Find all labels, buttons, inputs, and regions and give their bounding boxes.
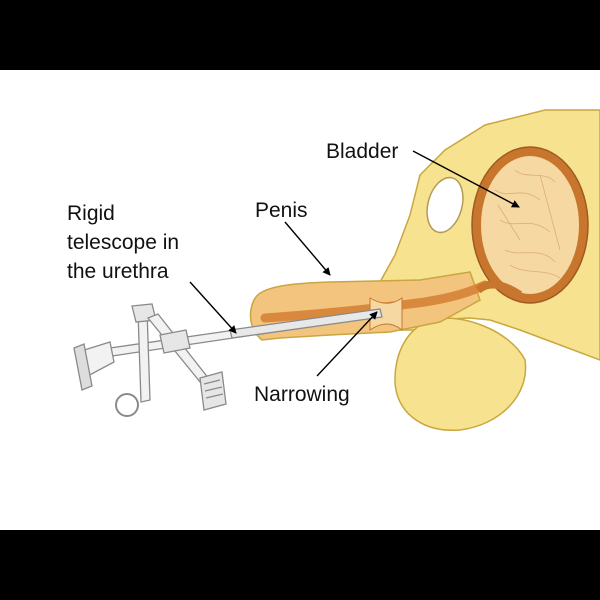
rigid-telescope (73, 303, 383, 417)
bottom-black-bar (0, 530, 600, 600)
label-penis: Penis (255, 199, 308, 222)
pubic-bone (426, 176, 464, 234)
top-black-bar (0, 0, 600, 70)
bladder-texture (494, 169, 561, 279)
urethral-stricture (369, 297, 403, 332)
label-telescope-line3: the urethra (67, 260, 169, 283)
label-telescope-line2: telescope in (67, 231, 179, 254)
scrotum (394, 317, 527, 431)
bladder-pointer (412, 150, 520, 208)
bladder-neck (475, 280, 523, 299)
penis-pointer (284, 221, 331, 276)
label-telescope-line1: Rigid (67, 202, 115, 225)
label-bladder: Bladder (326, 140, 398, 163)
bladder-lumen (481, 156, 579, 294)
urethra (260, 280, 490, 323)
telescope-pointer (189, 281, 237, 334)
label-narrowing: Narrowing (254, 383, 350, 406)
narrowing-pointer (316, 311, 378, 377)
